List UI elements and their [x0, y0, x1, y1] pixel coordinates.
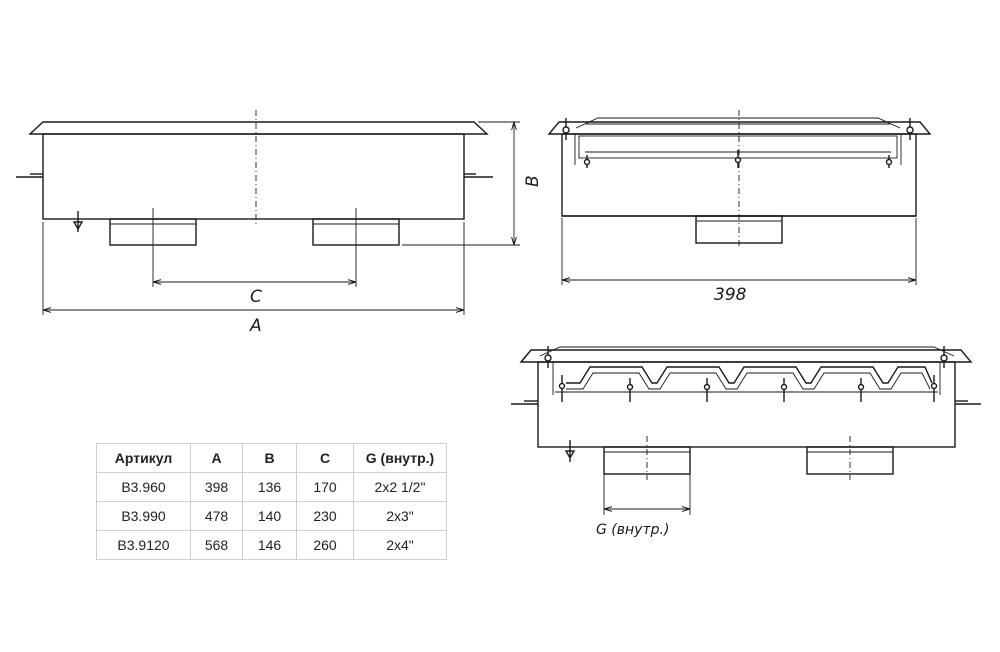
table-row: B3.960 398 136 170 2x2 1/2" [96, 472, 447, 502]
table-cell: B3.990 [96, 501, 191, 531]
table-cell: 230 [296, 501, 354, 531]
table-cell: 478 [190, 501, 243, 531]
table-cell: 140 [242, 501, 297, 531]
dimension-c-label: C [250, 287, 262, 307]
side-view [547, 110, 932, 285]
dimension-g-label: G (внутр.) [596, 522, 669, 538]
spec-table: Артикул A B C G (внутр.) B3.960 398 136 … [96, 443, 447, 560]
table-row: B3.9120 568 146 260 2x4" [96, 530, 447, 560]
table-header-cell: G (внутр.) [353, 443, 447, 473]
table-cell: 146 [242, 530, 297, 560]
table-cell: B3.960 [96, 472, 191, 502]
table-header-cell: A [190, 443, 243, 473]
table-cell: 398 [190, 472, 243, 502]
table-header-cell: Артикул [96, 443, 191, 473]
table-cell: 2x3" [353, 501, 447, 531]
dimension-b-label: B [523, 175, 543, 187]
table-header-cell: C [296, 443, 354, 473]
table-header-cell: B [242, 443, 297, 473]
table-cell: 2x2 1/2" [353, 472, 447, 502]
section-view [511, 346, 981, 515]
table-cell: 136 [242, 472, 297, 502]
table-cell: 170 [296, 472, 354, 502]
dimension-a-label: A [249, 316, 262, 336]
table-row: B3.990 478 140 230 2x3" [96, 501, 447, 531]
table-cell: 568 [190, 530, 243, 560]
table-header-row: Артикул A B C G (внутр.) [96, 443, 447, 473]
table-cell: 2x4" [353, 530, 447, 560]
table-cell: 260 [296, 530, 354, 560]
table-cell: B3.9120 [96, 530, 191, 560]
front-view [16, 110, 520, 315]
dimension-398-label: 398 [714, 285, 747, 305]
